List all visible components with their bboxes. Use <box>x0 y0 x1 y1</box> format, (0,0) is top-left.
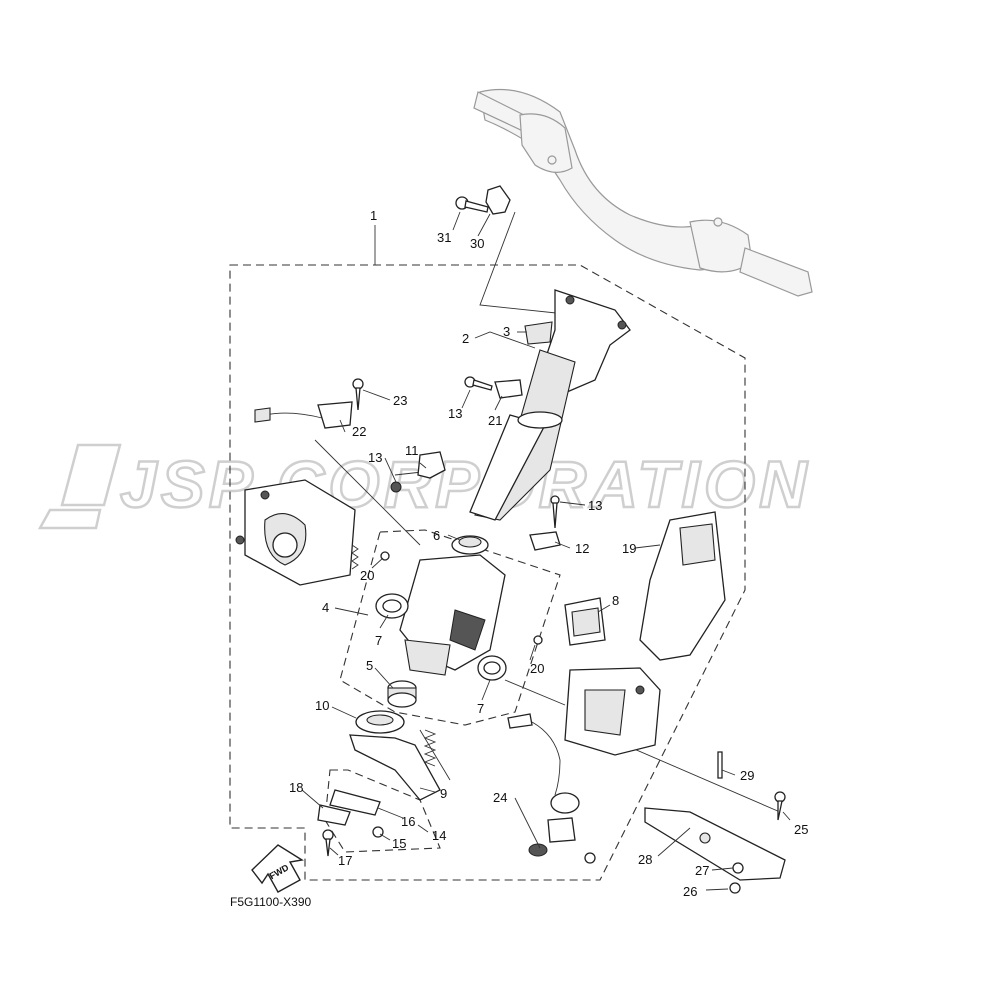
callout-23: 23 <box>393 393 407 408</box>
screw-29 <box>717 751 723 779</box>
callout-22: 22 <box>352 424 366 439</box>
bolt-13b <box>390 481 402 493</box>
callout-18: 18 <box>289 780 303 795</box>
callout-12: 12 <box>575 541 589 556</box>
callout-10: 10 <box>315 698 329 713</box>
bolt-25 <box>774 791 786 821</box>
callout-leaders <box>301 211 791 891</box>
callout-14: 14 <box>432 828 446 843</box>
callout-19: 19 <box>622 541 636 556</box>
callout-31: 31 <box>437 230 451 245</box>
bolt-17 <box>322 829 334 857</box>
housing-right <box>564 667 661 756</box>
steering-column <box>469 289 631 521</box>
bracket-11 <box>417 451 446 479</box>
callout-20a: 20 <box>360 568 374 583</box>
bearing-6 <box>451 535 489 555</box>
callout-2: 2 <box>462 331 469 346</box>
bushing-5 <box>387 680 417 708</box>
callout-16: 16 <box>401 814 415 829</box>
callout-3: 3 <box>503 324 510 339</box>
housing-left <box>235 479 356 586</box>
callout-4: 4 <box>322 600 329 615</box>
callout-25: 25 <box>794 822 808 837</box>
washer-20b <box>533 635 543 645</box>
plate-16 <box>329 789 381 816</box>
seal-7a <box>375 593 409 619</box>
callout-9: 9 <box>440 786 447 801</box>
bolt-15 <box>372 826 384 838</box>
callout-20b: 20 <box>530 661 544 676</box>
callout-8: 8 <box>612 593 619 608</box>
spring-small <box>351 544 359 570</box>
callout-11: 11 <box>405 443 419 458</box>
handlebar-reference <box>473 89 813 297</box>
nut-26 <box>729 882 741 894</box>
callout-26: 26 <box>683 884 697 899</box>
bolt-13a <box>464 376 493 391</box>
watermark-logo: JSP CORPORATION <box>37 443 811 530</box>
callout-13a: 13 <box>448 406 462 421</box>
callout-28: 28 <box>638 852 652 867</box>
callout-1: 1 <box>370 208 377 223</box>
callout-30: 30 <box>470 236 484 251</box>
watermark-text: JSP CORPORATION <box>120 447 811 521</box>
callout-13b: 13 <box>368 450 382 465</box>
bolt-13c <box>550 495 560 529</box>
callout-7a: 7 <box>375 633 382 648</box>
callout-29: 29 <box>740 768 754 783</box>
washer-27 <box>732 862 744 874</box>
callout-17: 17 <box>338 853 352 868</box>
bolt-23 <box>352 378 364 411</box>
callout-6: 6 <box>433 528 440 543</box>
damper-pad <box>524 321 553 345</box>
subassembly-outline-4 <box>339 529 561 726</box>
seal-7b <box>477 655 507 681</box>
clamp-30 <box>485 185 511 215</box>
forward-arrow-icon: FWD <box>251 844 304 893</box>
bracket-12 <box>529 531 561 551</box>
bolt-31 <box>455 196 489 213</box>
bracket-21 <box>494 379 523 399</box>
motor-24 <box>528 792 596 864</box>
callout-24: 24 <box>493 790 507 805</box>
plate-28 <box>644 807 786 881</box>
callout-27: 27 <box>695 863 709 878</box>
connector-wire <box>507 713 561 796</box>
steering-base <box>399 554 506 676</box>
actuator-8 <box>564 597 606 646</box>
cover-19 <box>639 511 726 661</box>
sensor-22 <box>254 401 353 429</box>
spring-large <box>423 729 437 767</box>
callout-15: 15 <box>392 836 406 851</box>
diagram-code: F5G1100-X390 <box>230 895 311 909</box>
gear-10 <box>355 710 405 734</box>
callout-13c: 13 <box>588 498 602 513</box>
lever-9 <box>349 734 441 801</box>
callout-7b: 7 <box>477 701 484 716</box>
callout-5: 5 <box>366 658 373 673</box>
clip-18 <box>317 804 351 826</box>
callout-21: 21 <box>488 413 502 428</box>
assembly-outline <box>229 264 746 881</box>
callout-labels: 1 2 3 4 5 6 7 7 8 9 10 11 12 13 13 13 14… <box>289 208 808 899</box>
